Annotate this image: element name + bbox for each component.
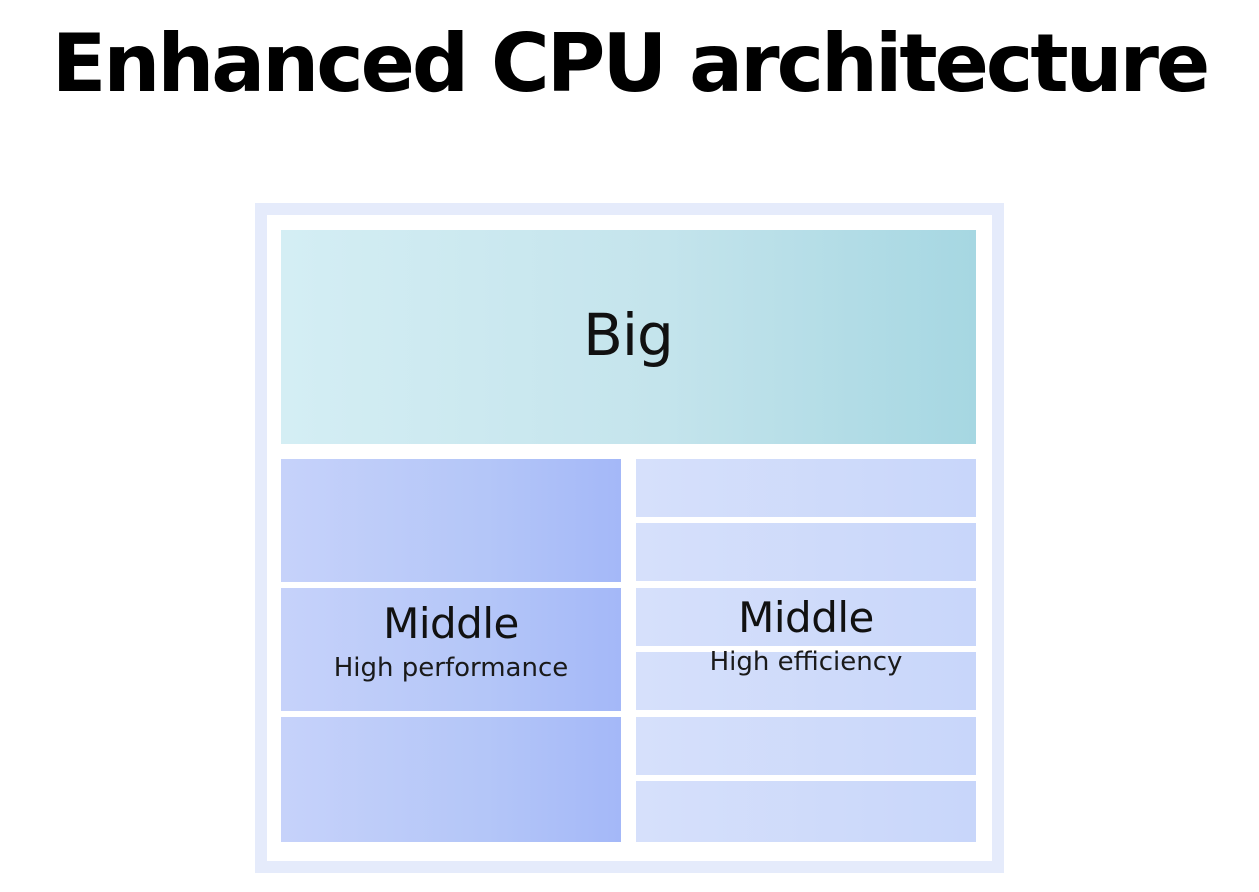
efficiency-core-3 bbox=[636, 588, 976, 646]
cpu-die: Big Middle High performance Middle High … bbox=[267, 215, 992, 861]
big-label: Big bbox=[583, 301, 674, 369]
performance-core-1 bbox=[281, 459, 621, 582]
efficiency-core-1 bbox=[636, 459, 976, 517]
performance-core-2 bbox=[281, 588, 621, 711]
performance-label-group: Middle High performance bbox=[333, 599, 569, 686]
efficiency-core-2 bbox=[636, 523, 976, 581]
efficiency-label: Middle bbox=[738, 593, 874, 642]
performance-label: Middle bbox=[383, 599, 519, 648]
big-core-block bbox=[281, 230, 976, 444]
performance-sublabel: High performance bbox=[333, 653, 569, 684]
efficiency-core-5 bbox=[636, 717, 976, 775]
efficiency-sublabel: High efficiency bbox=[709, 647, 903, 678]
performance-core-3 bbox=[281, 717, 621, 842]
big-label-group: Big bbox=[583, 301, 674, 369]
cpu-diagram: Big Middle High performance Middle High … bbox=[255, 203, 1004, 873]
page-title: Enhanced CPU architecture bbox=[51, 17, 1211, 110]
efficiency-core-4 bbox=[636, 652, 976, 710]
efficiency-label-group: Middle High efficiency bbox=[709, 593, 903, 680]
efficiency-core-6 bbox=[636, 781, 976, 842]
